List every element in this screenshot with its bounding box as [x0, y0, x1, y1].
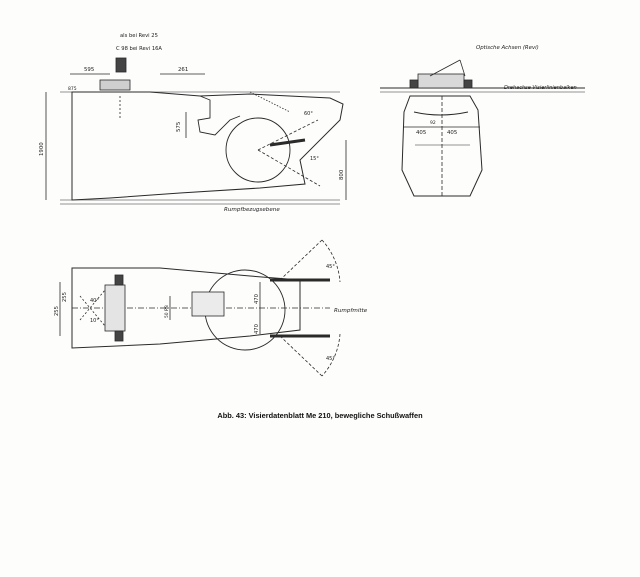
dim-261: 261	[178, 67, 188, 73]
label-drehachse: Drehachse Visierlinienbalken	[504, 85, 577, 91]
label-rumpfbezugsebene: Rumpfbezugsebene	[224, 207, 280, 213]
dim-575: 575	[176, 122, 182, 132]
top-view-drawing	[59, 239, 341, 377]
callout-revi-25: als bei Revi 25	[120, 33, 158, 39]
dim-50-r8: 50 R8	[164, 305, 170, 318]
angle-15: 15°	[310, 156, 319, 162]
angle-40: 40°	[90, 298, 99, 304]
dim-875: 875	[68, 86, 77, 92]
dim-405-left: 405	[416, 130, 426, 136]
figure-caption: Abb. 43: Visierdatenblatt Me 210, bewegl…	[217, 411, 423, 420]
label-optische-achsen: Optische Achsen (Revi)	[476, 45, 539, 51]
angle-45-top: 45°	[326, 264, 335, 270]
dim-595: 595	[84, 67, 94, 73]
dim-470-upper: 470	[254, 294, 260, 304]
label-rumpfmitte: Rumpfmitte	[334, 308, 368, 314]
dim-255-upper: 255	[62, 292, 68, 302]
callout-revi-16a: C 98 bei Revi 16A	[116, 46, 162, 52]
dim-255-lower: 255	[54, 306, 60, 316]
dim-405-right: 405	[447, 130, 457, 136]
dim-1900: 1900	[39, 142, 45, 156]
angle-45-bottom: 45°	[326, 356, 335, 362]
front-view-drawing	[380, 59, 585, 197]
side-view-drawing	[45, 57, 347, 205]
dim-92: 92	[430, 120, 436, 126]
dim-470-lower: 470	[254, 324, 260, 334]
angle-10: 10°	[90, 318, 99, 324]
angle-60: 60°	[304, 111, 313, 117]
dim-800: 800	[339, 169, 345, 180]
